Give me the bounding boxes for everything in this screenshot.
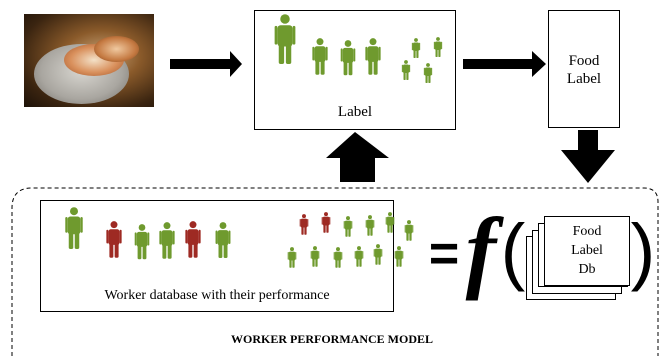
equals-sign: = xyxy=(428,225,460,283)
close-paren: ) xyxy=(630,209,656,292)
worker-database-caption: Worker database with their performance xyxy=(104,288,330,303)
person-icon xyxy=(106,221,122,258)
person-icon xyxy=(433,37,443,57)
person-icon xyxy=(65,207,83,249)
person-icon xyxy=(354,246,364,267)
person-icon xyxy=(340,40,356,76)
person-icon xyxy=(215,222,231,258)
food-photo xyxy=(24,14,154,107)
arrow-icon xyxy=(326,132,389,182)
food-label-box xyxy=(548,10,620,128)
function-symbol: f xyxy=(465,199,497,301)
food-item-image-2 xyxy=(94,36,139,62)
person-icon xyxy=(423,63,433,83)
open-paren: ( xyxy=(500,209,526,292)
person-icon xyxy=(373,244,383,265)
food-label-db-text: Food Label Db xyxy=(571,224,603,277)
person-icon xyxy=(333,247,343,268)
person-icon xyxy=(404,220,414,241)
person-icon xyxy=(343,216,353,237)
person-icon xyxy=(365,38,381,75)
db-card-front xyxy=(544,216,630,286)
person-icon xyxy=(310,246,320,267)
food-label-box-text: Food Label xyxy=(566,53,602,87)
person-icon xyxy=(401,60,411,80)
person-icon xyxy=(411,38,421,58)
person-icon xyxy=(159,222,175,259)
person-icon xyxy=(274,14,296,64)
arrow-icon xyxy=(463,51,546,77)
arrow-icon xyxy=(561,130,615,183)
person-icon xyxy=(312,38,328,75)
arrow-icon xyxy=(170,51,242,77)
person-icon xyxy=(299,214,309,235)
model-title: WORKER PERFORMANCE MODEL xyxy=(231,332,433,346)
person-icon xyxy=(394,246,404,267)
person-icon xyxy=(365,215,375,236)
person-icon xyxy=(185,221,201,258)
person-icon xyxy=(385,212,395,233)
model-region-outline xyxy=(11,187,659,356)
label-box-text: Label xyxy=(337,104,373,120)
person-icon xyxy=(287,247,297,268)
person-icon xyxy=(134,224,150,260)
person-icon xyxy=(321,212,331,233)
